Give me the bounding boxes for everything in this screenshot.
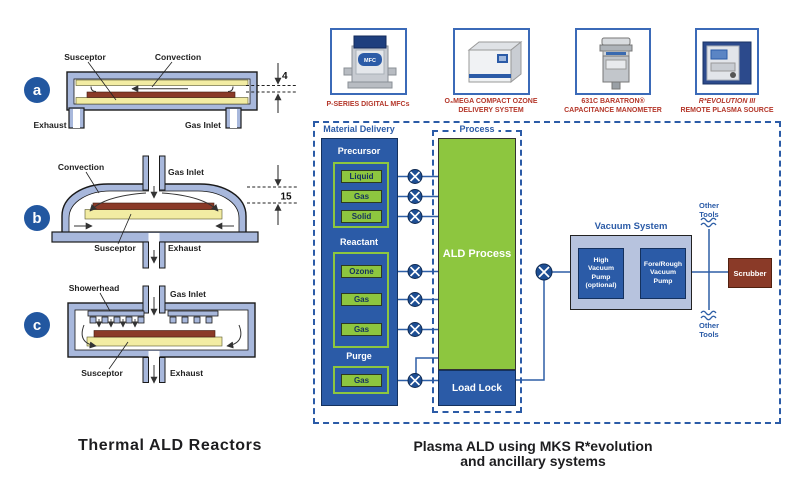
vacuum-system-title: Vacuum System bbox=[594, 221, 668, 232]
product-card-plasma-source bbox=[695, 28, 759, 95]
susceptor-label: Susceptor bbox=[94, 243, 136, 253]
system-boundary bbox=[313, 121, 781, 424]
reactor-c-diagram: Showerhead Gas Inlet Susceptor Exhaust bbox=[67, 283, 256, 385]
ozone-product-image bbox=[467, 40, 523, 84]
reactant-gas-2: Gas bbox=[341, 323, 382, 336]
convection-label: Convection bbox=[58, 162, 104, 172]
convection-arrow bbox=[81, 324, 97, 349]
exhaust-label: Exhaust bbox=[170, 368, 203, 378]
valve-icon bbox=[407, 373, 423, 388]
gas-inlet-pipe bbox=[142, 285, 149, 314]
gas-inlet-pipe bbox=[142, 155, 149, 191]
wafer bbox=[93, 330, 216, 338]
showerhead-holes bbox=[89, 316, 213, 324]
susceptor-label: Susceptor bbox=[81, 368, 123, 378]
fore-rough-vacuum-pump: Fore/Rough Vacuum Pump bbox=[640, 248, 686, 299]
high-vacuum-pump: High Vacuum Pump (optional) bbox=[578, 248, 624, 299]
mfc-product-image: MFC bbox=[343, 35, 397, 89]
valve-icon bbox=[407, 292, 423, 307]
exhaust-label: Exhaust bbox=[33, 120, 66, 130]
showerhead-bar bbox=[87, 310, 145, 317]
reactor-a-diagram: 4 Susceptor Convection Exhaust Gas Inlet bbox=[33, 52, 297, 130]
valve-icon bbox=[407, 169, 423, 184]
ald-process-chamber: ALD Process bbox=[438, 138, 516, 370]
reactor-b-badge: b bbox=[24, 205, 50, 231]
precursor-gas: Gas bbox=[341, 190, 382, 203]
susceptor-top-layer bbox=[75, 79, 249, 86]
shower-arrows bbox=[95, 319, 139, 328]
susceptor-label: Susceptor bbox=[64, 52, 106, 62]
right-caption-line1: Plasma ALD using MKS R*evolution bbox=[413, 438, 653, 454]
product-card-mfc: MFC bbox=[330, 28, 407, 95]
process-title: Process bbox=[455, 124, 499, 134]
precursor-frame bbox=[333, 162, 389, 228]
other-tools-top-label: Other Tools bbox=[698, 201, 719, 219]
line-break-squiggles bbox=[700, 217, 717, 321]
reactor-a-badge: a bbox=[24, 77, 50, 103]
exhaust-pipe bbox=[142, 241, 149, 269]
reactor-b-diagram: 15 Convection Gas Inlet Susceptor Exhaus… bbox=[51, 155, 297, 269]
reactant-label: Reactant bbox=[339, 237, 379, 247]
other-tools-bottom-label: Other Tools bbox=[698, 321, 719, 339]
wafer bbox=[86, 91, 236, 98]
reactor-c-badge: c bbox=[24, 312, 50, 338]
baratron-product-image bbox=[599, 37, 633, 90]
gap-dimension-value: 15 bbox=[281, 192, 293, 203]
valves bbox=[407, 169, 553, 388]
material-delivery-title: Material Delivery bbox=[323, 124, 395, 134]
precursor-solid: Solid bbox=[341, 210, 382, 223]
purge-frame bbox=[333, 366, 389, 394]
scrubber-box: Scrubber bbox=[728, 258, 772, 288]
load-lock: Load Lock bbox=[438, 370, 516, 406]
product-caption-baratron: 631C BARATRON®CAPACITANCE MANOMETER bbox=[564, 98, 662, 115]
gas-inlet-label: Gas Inlet bbox=[185, 120, 221, 130]
product-card-baratron bbox=[575, 28, 651, 95]
convection-label: Convection bbox=[155, 52, 201, 62]
reactant-frame bbox=[333, 252, 389, 348]
valve-icon bbox=[535, 263, 553, 281]
product-card-ozone bbox=[453, 28, 530, 95]
gas-inlet-label: Gas Inlet bbox=[170, 289, 206, 299]
showerhead-label: Showerhead bbox=[69, 283, 120, 293]
reactant-ozone: Ozone bbox=[341, 265, 382, 278]
gas-inlet-label: Gas Inlet bbox=[168, 167, 204, 177]
valve-icon bbox=[407, 264, 423, 279]
convection-arrow bbox=[161, 192, 219, 212]
valve-icon bbox=[407, 322, 423, 337]
valve-icon bbox=[407, 209, 423, 224]
right-caption-line2: and ancillary systems bbox=[460, 453, 606, 469]
precursor-liquid: Liquid bbox=[341, 170, 382, 183]
mfc-device-label: MFC bbox=[364, 58, 376, 64]
purge-label: Purge bbox=[346, 351, 372, 361]
convection-arrow bbox=[89, 192, 147, 212]
gap-dimension-value: 4 bbox=[282, 71, 288, 82]
exhaust-label: Exhaust bbox=[168, 243, 201, 253]
left-section-title: Thermal ALD Reactors bbox=[78, 437, 262, 454]
plasma-source-product-image bbox=[702, 41, 752, 85]
valve-icon bbox=[407, 189, 423, 204]
exhaust-pipe bbox=[142, 357, 149, 383]
product-caption-mfc: P-SERIES DIGITAL MFCs bbox=[326, 101, 410, 108]
reactant-gas-1: Gas bbox=[341, 293, 382, 306]
purge-gas: Gas bbox=[341, 374, 382, 387]
precursor-label: Precursor bbox=[337, 146, 381, 156]
convection-arrow bbox=[226, 324, 242, 349]
